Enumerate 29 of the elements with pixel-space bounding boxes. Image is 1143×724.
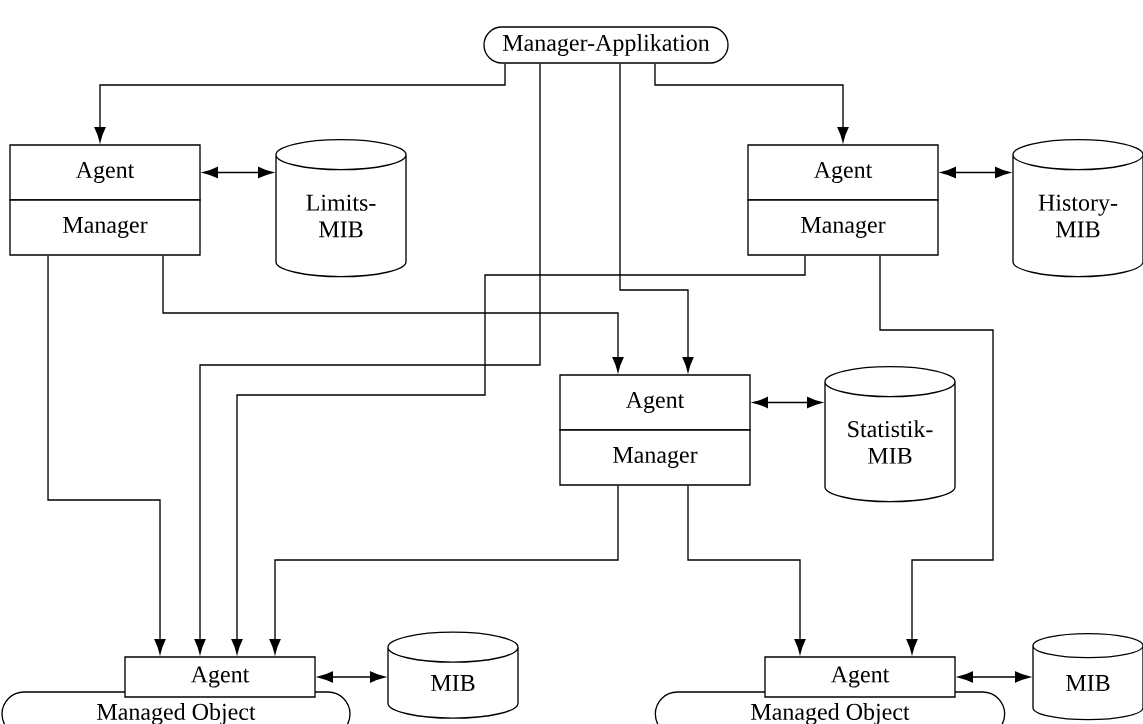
double-arrow — [752, 396, 823, 409]
arrow — [687, 485, 806, 655]
process-box: Agent — [124, 656, 316, 698]
arrow — [654, 63, 849, 143]
process-box: Agent — [559, 374, 751, 431]
database-cylinder: MIB — [387, 631, 519, 719]
arrow — [94, 63, 506, 143]
process-box: Agent — [764, 656, 956, 698]
process-box: Manager — [559, 429, 751, 486]
arrow — [269, 485, 619, 655]
process-box: Manager — [9, 199, 201, 256]
arrow — [162, 255, 624, 373]
double-arrow — [957, 671, 1031, 683]
arrow — [619, 63, 694, 373]
double-arrow — [317, 671, 386, 683]
double-arrow — [202, 166, 274, 179]
process-box: Agent — [9, 144, 201, 201]
database-cylinder: Statistik- MIB — [824, 366, 956, 503]
double-arrow — [940, 166, 1011, 179]
database-cylinder: MIB — [1032, 633, 1143, 721]
process-box: Manager — [747, 199, 939, 256]
arrow — [879, 255, 994, 655]
database-cylinder: Limits- MIB — [275, 139, 407, 278]
process-box: Agent — [747, 144, 939, 201]
database-cylinder: History- MIB — [1012, 139, 1143, 278]
rounded-box: Manager-Applikation — [483, 26, 729, 64]
arrow — [231, 255, 806, 655]
arrow — [47, 255, 166, 655]
arrow — [194, 63, 541, 655]
